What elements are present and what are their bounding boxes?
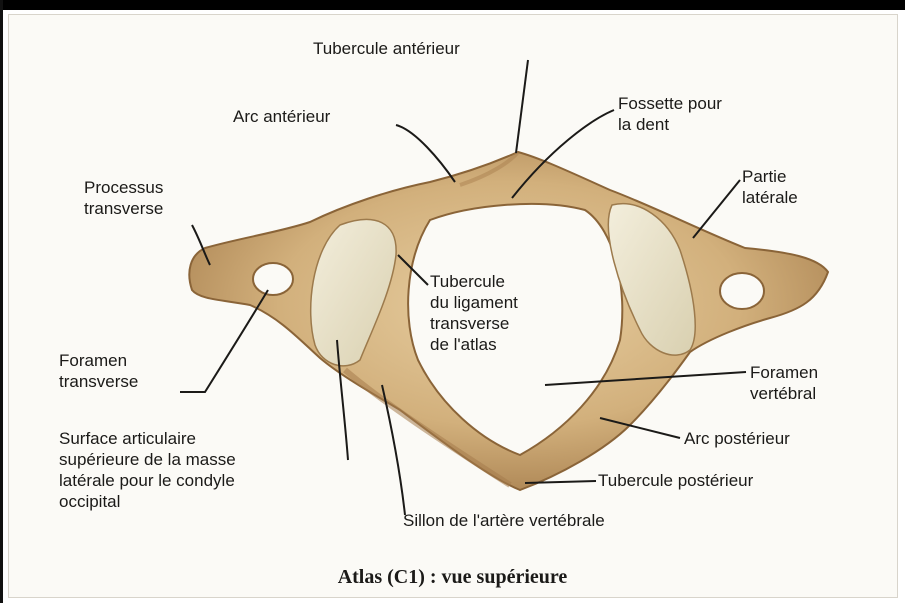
label-arc-posterieur: Arc postérieur	[684, 428, 790, 449]
foramen-transverse-left	[253, 263, 293, 295]
leader-tubercule-anterieur	[516, 60, 528, 153]
foramen-transverse-right	[720, 273, 764, 309]
label-tubercule-ligament: Tubercule du ligament transverse de l'at…	[430, 271, 518, 355]
label-tubercule-posterieur: Tubercule postérieur	[598, 470, 753, 491]
label-surface-articulaire-line3: latérale pour le condyle	[59, 470, 236, 491]
label-foramen-vertebral-line2: vertébral	[750, 383, 818, 404]
label-tubercule-ligament-line4: de l'atlas	[430, 334, 518, 355]
label-foramen-transverse: Foramen transverse	[59, 350, 138, 392]
label-tubercule-ligament-line2: du ligament	[430, 292, 518, 313]
label-tubercule-ligament-line1: Tubercule	[430, 271, 518, 292]
label-partie-laterale: Partie latérale	[742, 166, 798, 208]
leader-partie-laterale	[693, 180, 740, 238]
label-sillon-artere: Sillon de l'artère vertébrale	[403, 510, 605, 531]
label-tubercule-anterieur: Tubercule antérieur	[313, 38, 460, 59]
label-foramen-vertebral: Foramen vertébral	[750, 362, 818, 404]
label-arc-anterieur: Arc antérieur	[233, 106, 330, 127]
label-fossette-dent-line1: Fossette pour	[618, 93, 722, 114]
label-foramen-transverse-line2: transverse	[59, 371, 138, 392]
leader-arc-anterieur	[396, 125, 455, 182]
label-surface-articulaire-line4: occipital	[59, 491, 236, 512]
label-fossette-dent-line2: la dent	[618, 114, 722, 135]
label-partie-laterale-line1: Partie	[742, 166, 798, 187]
label-foramen-transverse-line1: Foramen	[59, 350, 138, 371]
label-partie-laterale-line2: latérale	[742, 187, 798, 208]
label-tubercule-ligament-line3: transverse	[430, 313, 518, 334]
figure-caption: Atlas (C1) : vue supérieure	[0, 566, 905, 589]
label-surface-articulaire-line1: Surface articulaire	[59, 428, 236, 449]
label-processus-transverse-line1: Processus	[84, 177, 163, 198]
label-processus-transverse-line2: transverse	[84, 198, 163, 219]
label-foramen-vertebral-line1: Foramen	[750, 362, 818, 383]
label-surface-articulaire-line2: supérieure de la masse	[59, 449, 236, 470]
label-processus-transverse: Processus transverse	[84, 177, 163, 219]
label-fossette-dent: Fossette pour la dent	[618, 93, 722, 135]
label-surface-articulaire: Surface articulaire supérieure de la mas…	[59, 428, 236, 512]
